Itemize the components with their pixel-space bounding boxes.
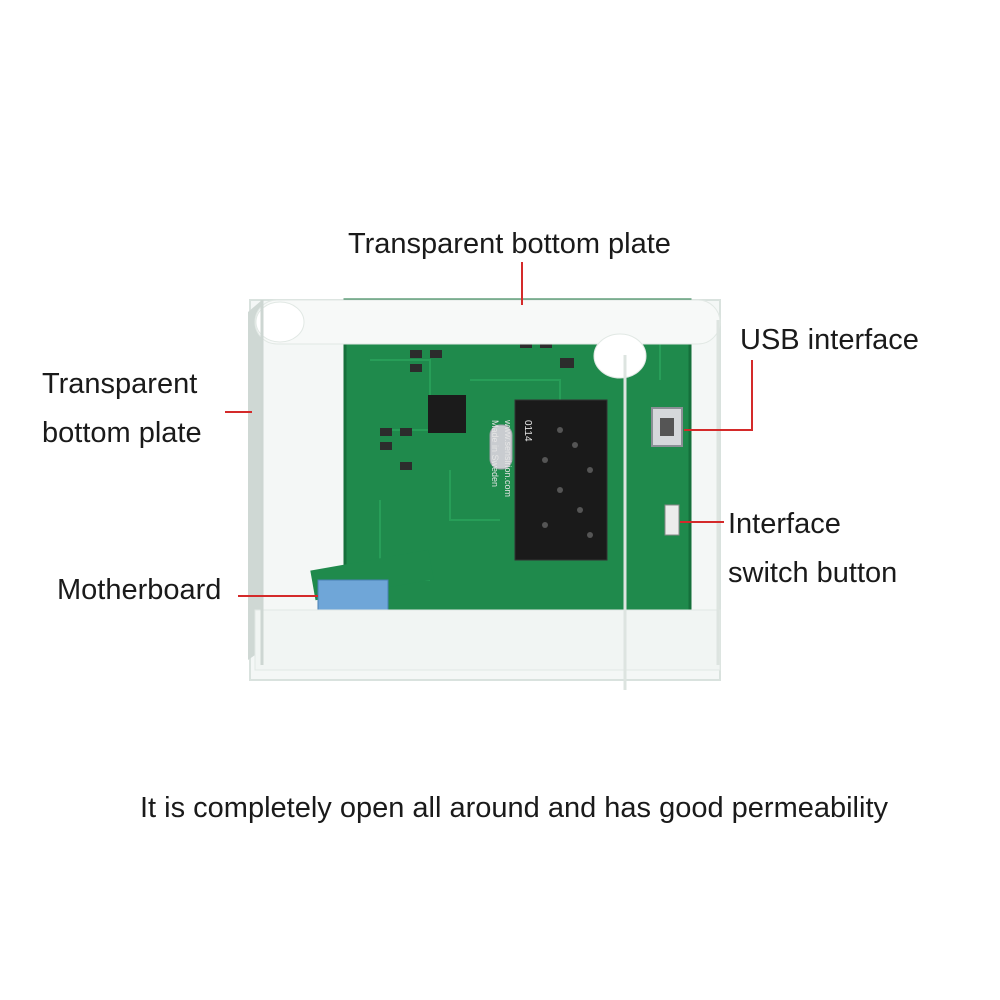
crystal-oscillator [489, 424, 513, 470]
label-left-plate: Transparent bottom plate [42, 360, 202, 459]
label-motherboard: Motherboard [57, 574, 222, 606]
label-switch-line2: switch button [728, 557, 898, 590]
caption: It is completely open all around and has… [0, 792, 1000, 825]
label-top-plate: Transparent bottom plate [348, 228, 671, 260]
acrylic-rail-bottom [254, 609, 721, 671]
label-left-plate-line2: bottom plate [42, 417, 202, 450]
caption-text: It is completely open all around and has… [139, 792, 888, 824]
module-website: www.sensirion.com [503, 419, 513, 497]
leader-usb [684, 360, 753, 431]
interface-switch [664, 504, 680, 536]
label-switch-line1: Interface [728, 508, 841, 540]
blue-sensor [317, 579, 389, 611]
acrylic-left-panel [248, 300, 262, 660]
label-usb-interface: USB interface [740, 324, 919, 356]
acrylic-rail-top [254, 299, 721, 345]
module-code: 0114 [522, 420, 533, 442]
label-left-plate-line1: Transparent [42, 368, 198, 400]
label-switch-button: Interface switch button [728, 500, 897, 599]
microcontroller-chip [428, 395, 466, 433]
module-made-in: Made in Sweden [490, 420, 500, 487]
